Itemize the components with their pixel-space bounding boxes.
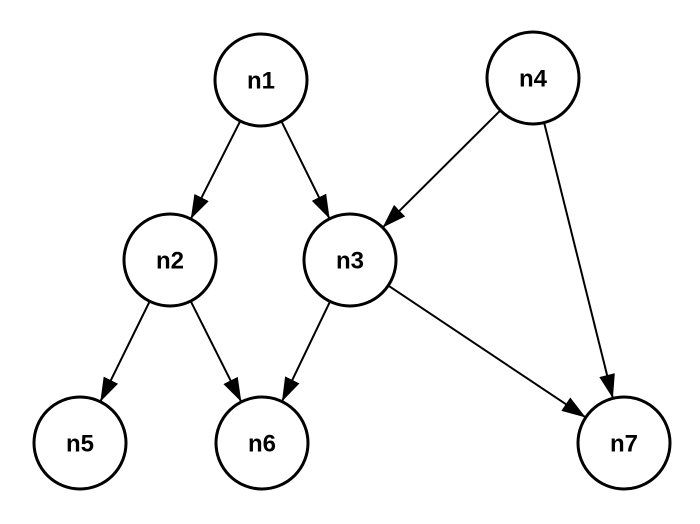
node-label-n2: n2 bbox=[156, 247, 184, 274]
node-circle-n1 bbox=[213, 32, 309, 128]
node-label-n6: n6 bbox=[248, 430, 276, 457]
node-circle-n5 bbox=[32, 395, 128, 491]
edge-n1-to-n3 bbox=[280, 120, 331, 220]
node-n5: n5 bbox=[32, 395, 128, 491]
node-label-n7: n7 bbox=[610, 430, 638, 457]
node-n3: n3 bbox=[302, 212, 398, 308]
node-circle-n6 bbox=[214, 395, 310, 491]
edge-n4-to-n7 bbox=[543, 122, 615, 399]
node-n6: n6 bbox=[214, 395, 310, 491]
edge-n2-to-n6 bbox=[189, 300, 243, 403]
node-n2: n2 bbox=[122, 212, 218, 308]
node-circle-n4 bbox=[485, 30, 581, 126]
node-label-n1: n1 bbox=[247, 67, 275, 94]
node-n4: n4 bbox=[485, 30, 581, 126]
node-circle-n2 bbox=[122, 212, 218, 308]
edges-layer bbox=[99, 109, 615, 419]
edge-n3-to-n6 bbox=[281, 301, 331, 402]
edge-n2-to-n5 bbox=[99, 300, 151, 403]
edge-n4-to-n3 bbox=[381, 109, 502, 229]
node-circle-n7 bbox=[576, 395, 672, 491]
node-n1: n1 bbox=[213, 32, 309, 128]
nodes-layer: n1 n2 n3 n4 n5 n6 n7 bbox=[32, 30, 672, 491]
node-n7: n7 bbox=[576, 395, 672, 491]
node-label-n5: n5 bbox=[66, 430, 94, 457]
node-circle-n3 bbox=[302, 212, 398, 308]
edge-n3-to-n7 bbox=[387, 284, 587, 419]
node-label-n3: n3 bbox=[336, 247, 364, 274]
node-label-n4: n4 bbox=[519, 65, 548, 92]
edge-n1-to-n2 bbox=[189, 120, 242, 220]
